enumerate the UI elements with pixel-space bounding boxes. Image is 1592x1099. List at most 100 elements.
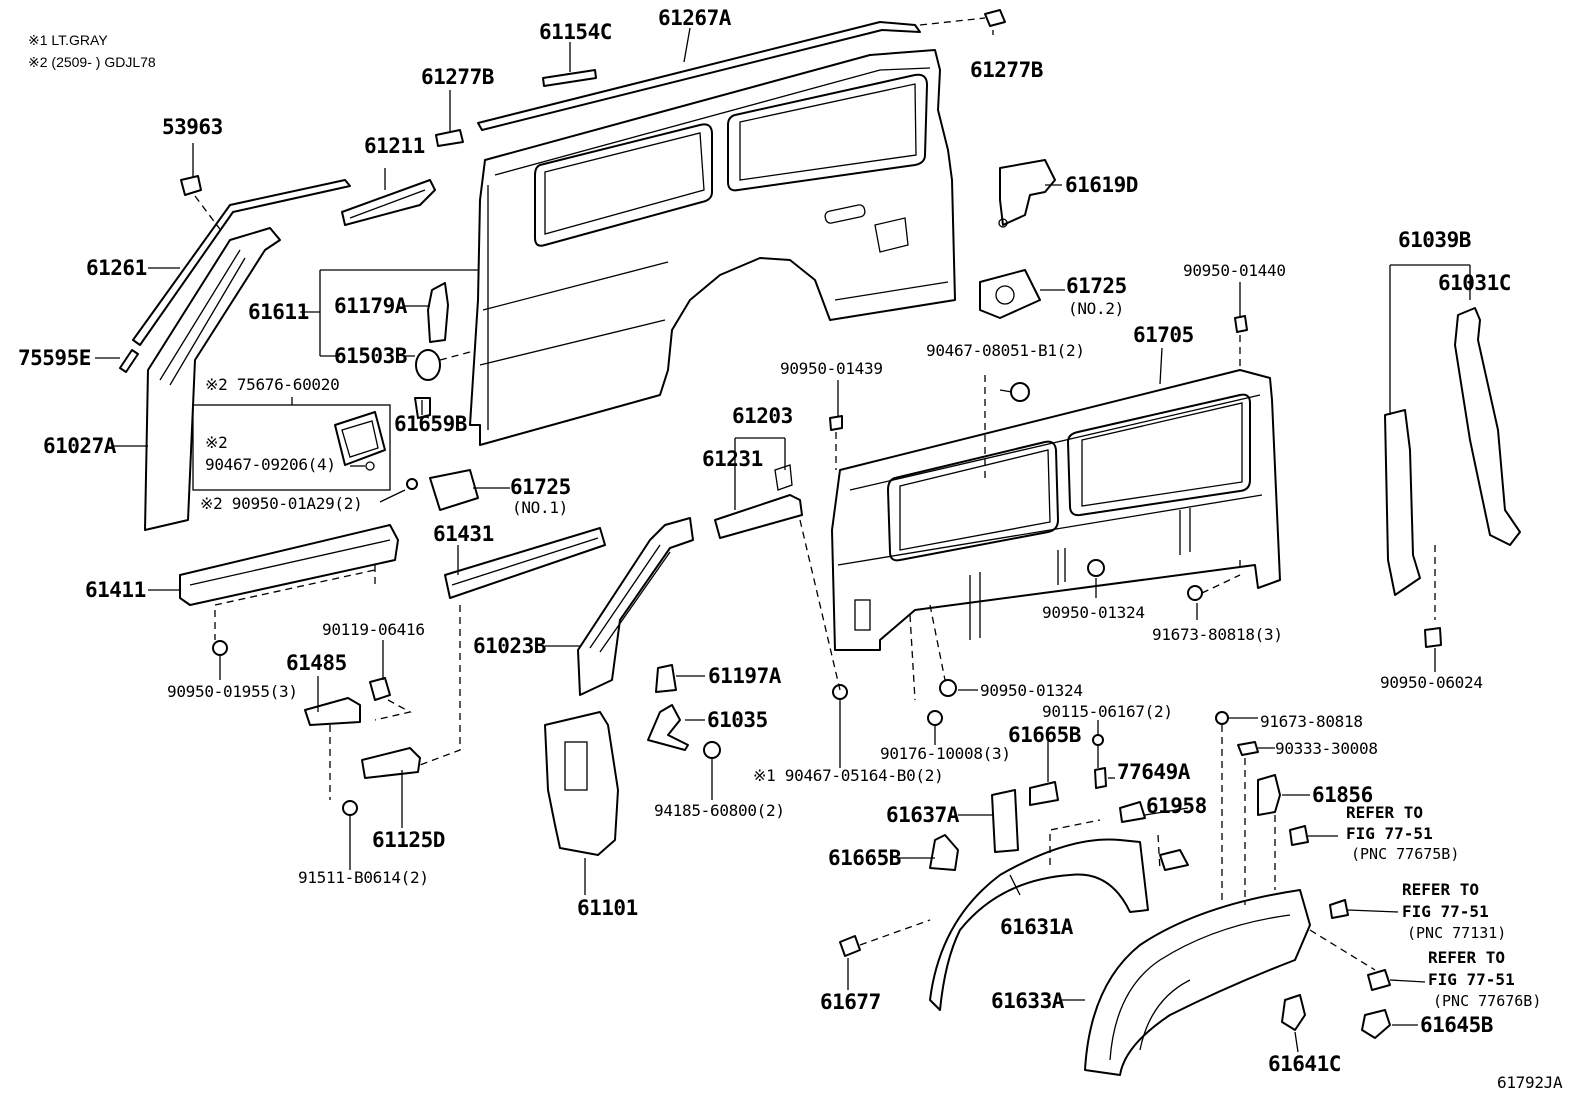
part-61125D (361, 747, 421, 779)
part-61677 (839, 935, 861, 957)
label-61261: 61261 (86, 256, 147, 280)
part-61154C (542, 69, 597, 87)
label-90467-08051: 90467-08051-B1(2) (926, 341, 1085, 360)
part-61035 (647, 704, 689, 751)
roof-rail-61267A (477, 21, 921, 131)
ref-1-line1: REFER TO (1346, 803, 1424, 822)
label-61856: 61856 (1312, 783, 1373, 807)
label-61619D: 61619D (1065, 173, 1138, 197)
label-61725-no2-note: (NO.2) (1068, 299, 1124, 318)
label-61197A: 61197A (708, 664, 781, 688)
part-61665B-b (929, 834, 959, 871)
label-53963: 53963 (162, 115, 223, 139)
part-61277B-right (984, 9, 1006, 27)
label-61637A: 61637A (886, 803, 959, 827)
part-61277B-left (435, 129, 464, 147)
label-90950-01324-b: 90950-01324 (980, 681, 1083, 700)
wheelhouse-61633A (1084, 889, 1311, 1076)
label-61277B-left: 61277B (421, 65, 494, 89)
label-61665B-b: 61665B (828, 846, 901, 870)
label-61031C: 61031C (1438, 271, 1511, 295)
label-90119-06416: 90119-06416 (322, 620, 425, 639)
label-61277B-right: 61277B (970, 58, 1043, 82)
label-61035: 61035 (707, 708, 768, 732)
panel-61101 (544, 711, 619, 856)
label-90467-09206-mark: ※2 (205, 433, 228, 452)
part-61503B (415, 349, 441, 381)
pillar-61027A (144, 227, 281, 531)
ref-3-line1: REFER TO (1428, 948, 1506, 967)
label-90950-01440: 90950-01440 (1183, 261, 1286, 280)
label-61611: 61611 (248, 300, 309, 324)
side-panel-61611 (469, 49, 956, 446)
cover-61725-no2 (979, 269, 1041, 319)
label-61725-no1-note: (NO.1) (512, 498, 568, 517)
label-90950-01A29: ※2 90950-01A29(2) (200, 494, 363, 513)
note-1: ※1 LT.GRAY (28, 32, 108, 48)
label-91673-80818-3: 91673-80818(3) (1152, 625, 1283, 644)
label-90467-09206: 90467-09206(4) (205, 455, 336, 474)
label-91673-80818: 91673-80818 (1260, 712, 1363, 731)
ref-2-line3: (PNC 77131) (1407, 924, 1507, 942)
part-61431 (444, 527, 606, 599)
label-75676-60020: ※2 75676-60020 (205, 375, 340, 394)
label-61641C: 61641C (1268, 1052, 1341, 1076)
label-90176-10008: 90176-10008(3) (880, 744, 1011, 763)
label-61645B: 61645B (1420, 1013, 1493, 1037)
part-61619D (999, 159, 1056, 226)
label-61027A: 61027A (43, 434, 116, 458)
part-61179A (427, 282, 449, 343)
label-90467-05164: ※1 90467-05164-B0(2) (753, 766, 944, 785)
ref-1-line2: FIG 77-51 (1346, 824, 1433, 843)
label-61633A: 61633A (991, 989, 1064, 1013)
label-61705: 61705 (1133, 323, 1194, 347)
part-53963 (180, 175, 202, 196)
pillar-61023B (577, 517, 694, 696)
part-61211 (341, 179, 436, 226)
label-61411: 61411 (85, 578, 146, 602)
label-90950-01439: 90950-01439 (780, 359, 883, 378)
label-61677: 61677 (820, 990, 881, 1014)
part-61261 (132, 179, 351, 346)
ref-1-line3: (PNC 77675B) (1351, 845, 1460, 863)
part-61958 (1159, 849, 1189, 871)
label-61631A: 61631A (1000, 915, 1073, 939)
label-61154C: 61154C (539, 20, 612, 44)
label-61231: 61231 (702, 447, 763, 471)
label-90333-30008: 90333-30008 (1275, 739, 1378, 758)
label-90950-01324-a: 90950-01324 (1042, 603, 1145, 622)
label-61665B-a: 61665B (1008, 723, 1081, 747)
label-90950-01955: 90950-01955(3) (167, 682, 298, 701)
label-61267A: 61267A (658, 6, 731, 30)
part-61197A (655, 664, 677, 693)
label-90115-06167: 90115-06167(2) (1042, 702, 1173, 721)
label-61725-no1: 61725 (510, 475, 571, 499)
label-91511-B0614: 91511-B0614(2) (298, 868, 429, 887)
wheel-arch-61631A (929, 838, 1149, 1011)
figure-id: 61792JA (1497, 1073, 1563, 1092)
note-2: ※2 (2509- ) GDJL78 (28, 54, 156, 70)
label-61101: 61101 (577, 896, 638, 920)
back-panel-61705 (831, 369, 1281, 651)
label-75595E: 75595E (18, 346, 91, 370)
label-61023B: 61023B (473, 634, 546, 658)
ref-2-line1: REFER TO (1402, 880, 1480, 899)
label-94185-60800: 94185-60800(2) (654, 801, 785, 820)
label-77649A: 77649A (1117, 760, 1190, 784)
bracket-61485 (304, 697, 361, 726)
ref-2-line2: FIG 77-51 (1402, 902, 1489, 921)
rocker-61411 (179, 524, 399, 606)
label-61179A: 61179A (334, 294, 407, 318)
label-61485: 61485 (286, 651, 347, 675)
part-61856 (1257, 774, 1281, 816)
part-61645B (1361, 1009, 1391, 1039)
part-61637A (991, 789, 1019, 853)
label-61203: 61203 (732, 404, 793, 428)
label-61211: 61211 (364, 134, 425, 158)
ref-3-line3: (PNC 77676B) (1433, 992, 1542, 1010)
cover-61725-no1 (429, 469, 479, 511)
label-90950-06024: 90950-06024 (1380, 673, 1483, 692)
pillar-61039B (1384, 409, 1421, 596)
ref-3-line2: FIG 77-51 (1428, 970, 1515, 989)
